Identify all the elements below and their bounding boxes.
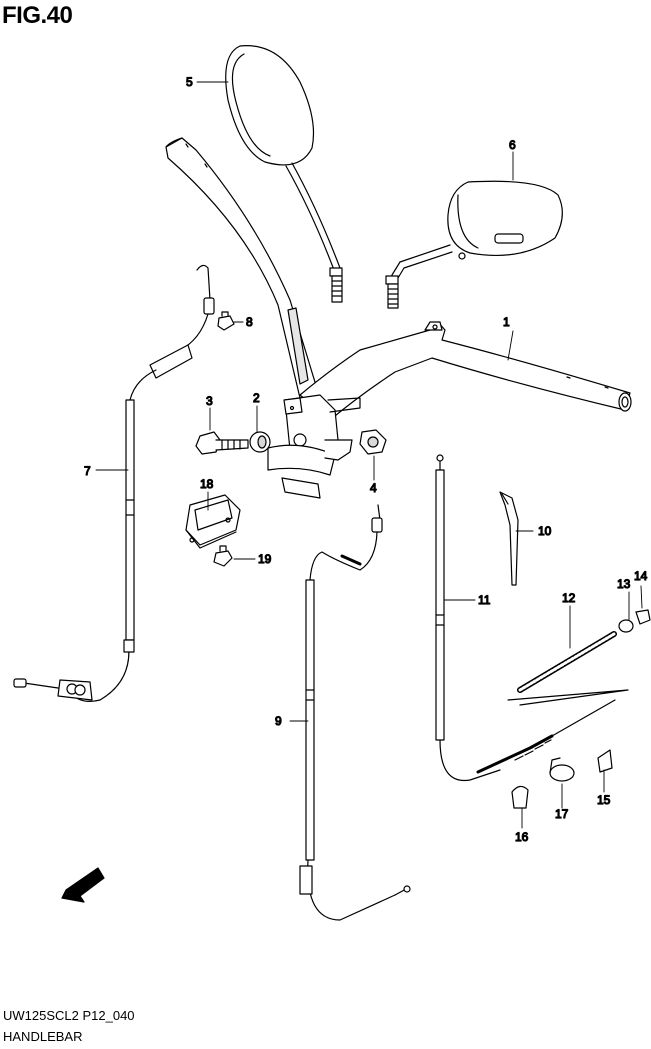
callout-2: 2 xyxy=(253,391,260,405)
figure-title: FIG.40 xyxy=(2,2,73,29)
callout-14: 14 xyxy=(634,569,648,583)
clamp-16 xyxy=(511,785,529,809)
cable-9 xyxy=(299,504,411,921)
callout-3: 3 xyxy=(206,394,213,408)
callout-16: 16 xyxy=(515,830,529,844)
callout-labels: 5 6 1 2 3 4 8 7 18 19 10 11 12 13 14 15 … xyxy=(83,74,648,844)
band-10 xyxy=(499,491,519,586)
callout-5: 5 xyxy=(186,75,193,89)
callout-18: 18 xyxy=(200,477,214,491)
callout-9: 9 xyxy=(275,714,282,728)
footer-code: UW125SCL2 P12_040 xyxy=(3,1008,135,1023)
clip-15 xyxy=(597,749,613,773)
spring-12 xyxy=(517,631,617,693)
right-mirror-part xyxy=(385,180,563,309)
cut-mark xyxy=(507,689,629,706)
screw-19 xyxy=(213,545,233,567)
bolt-part xyxy=(195,431,249,455)
footer-name: HANDLEBAR xyxy=(3,1029,83,1044)
callout-12: 12 xyxy=(562,591,576,605)
callout-1: 1 xyxy=(503,315,510,329)
handlebar-part xyxy=(165,137,632,499)
callout-8: 8 xyxy=(246,315,253,329)
callout-10: 10 xyxy=(538,524,552,538)
callout-15: 15 xyxy=(597,793,611,807)
callout-11: 11 xyxy=(478,593,491,607)
callout-17: 17 xyxy=(555,807,569,821)
callout-6: 6 xyxy=(509,138,516,152)
holder-bracket-18 xyxy=(185,494,241,549)
small-bolt-8 xyxy=(217,311,235,331)
left-mirror-part xyxy=(225,45,343,303)
callout-4: 4 xyxy=(370,481,377,495)
cable-7 xyxy=(13,264,215,702)
leader-lines xyxy=(95,81,643,829)
fwd-arrow-icon: FWD xyxy=(61,867,105,903)
callout-7: 7 xyxy=(84,464,91,478)
callout-19: 19 xyxy=(258,552,272,566)
callout-13: 13 xyxy=(617,577,631,591)
pin-14 xyxy=(635,609,651,625)
nut-part xyxy=(359,429,387,455)
spacer-part xyxy=(249,431,271,453)
clamp-17 xyxy=(549,757,575,782)
cable-11 xyxy=(435,454,616,782)
joint-13 xyxy=(618,619,634,633)
